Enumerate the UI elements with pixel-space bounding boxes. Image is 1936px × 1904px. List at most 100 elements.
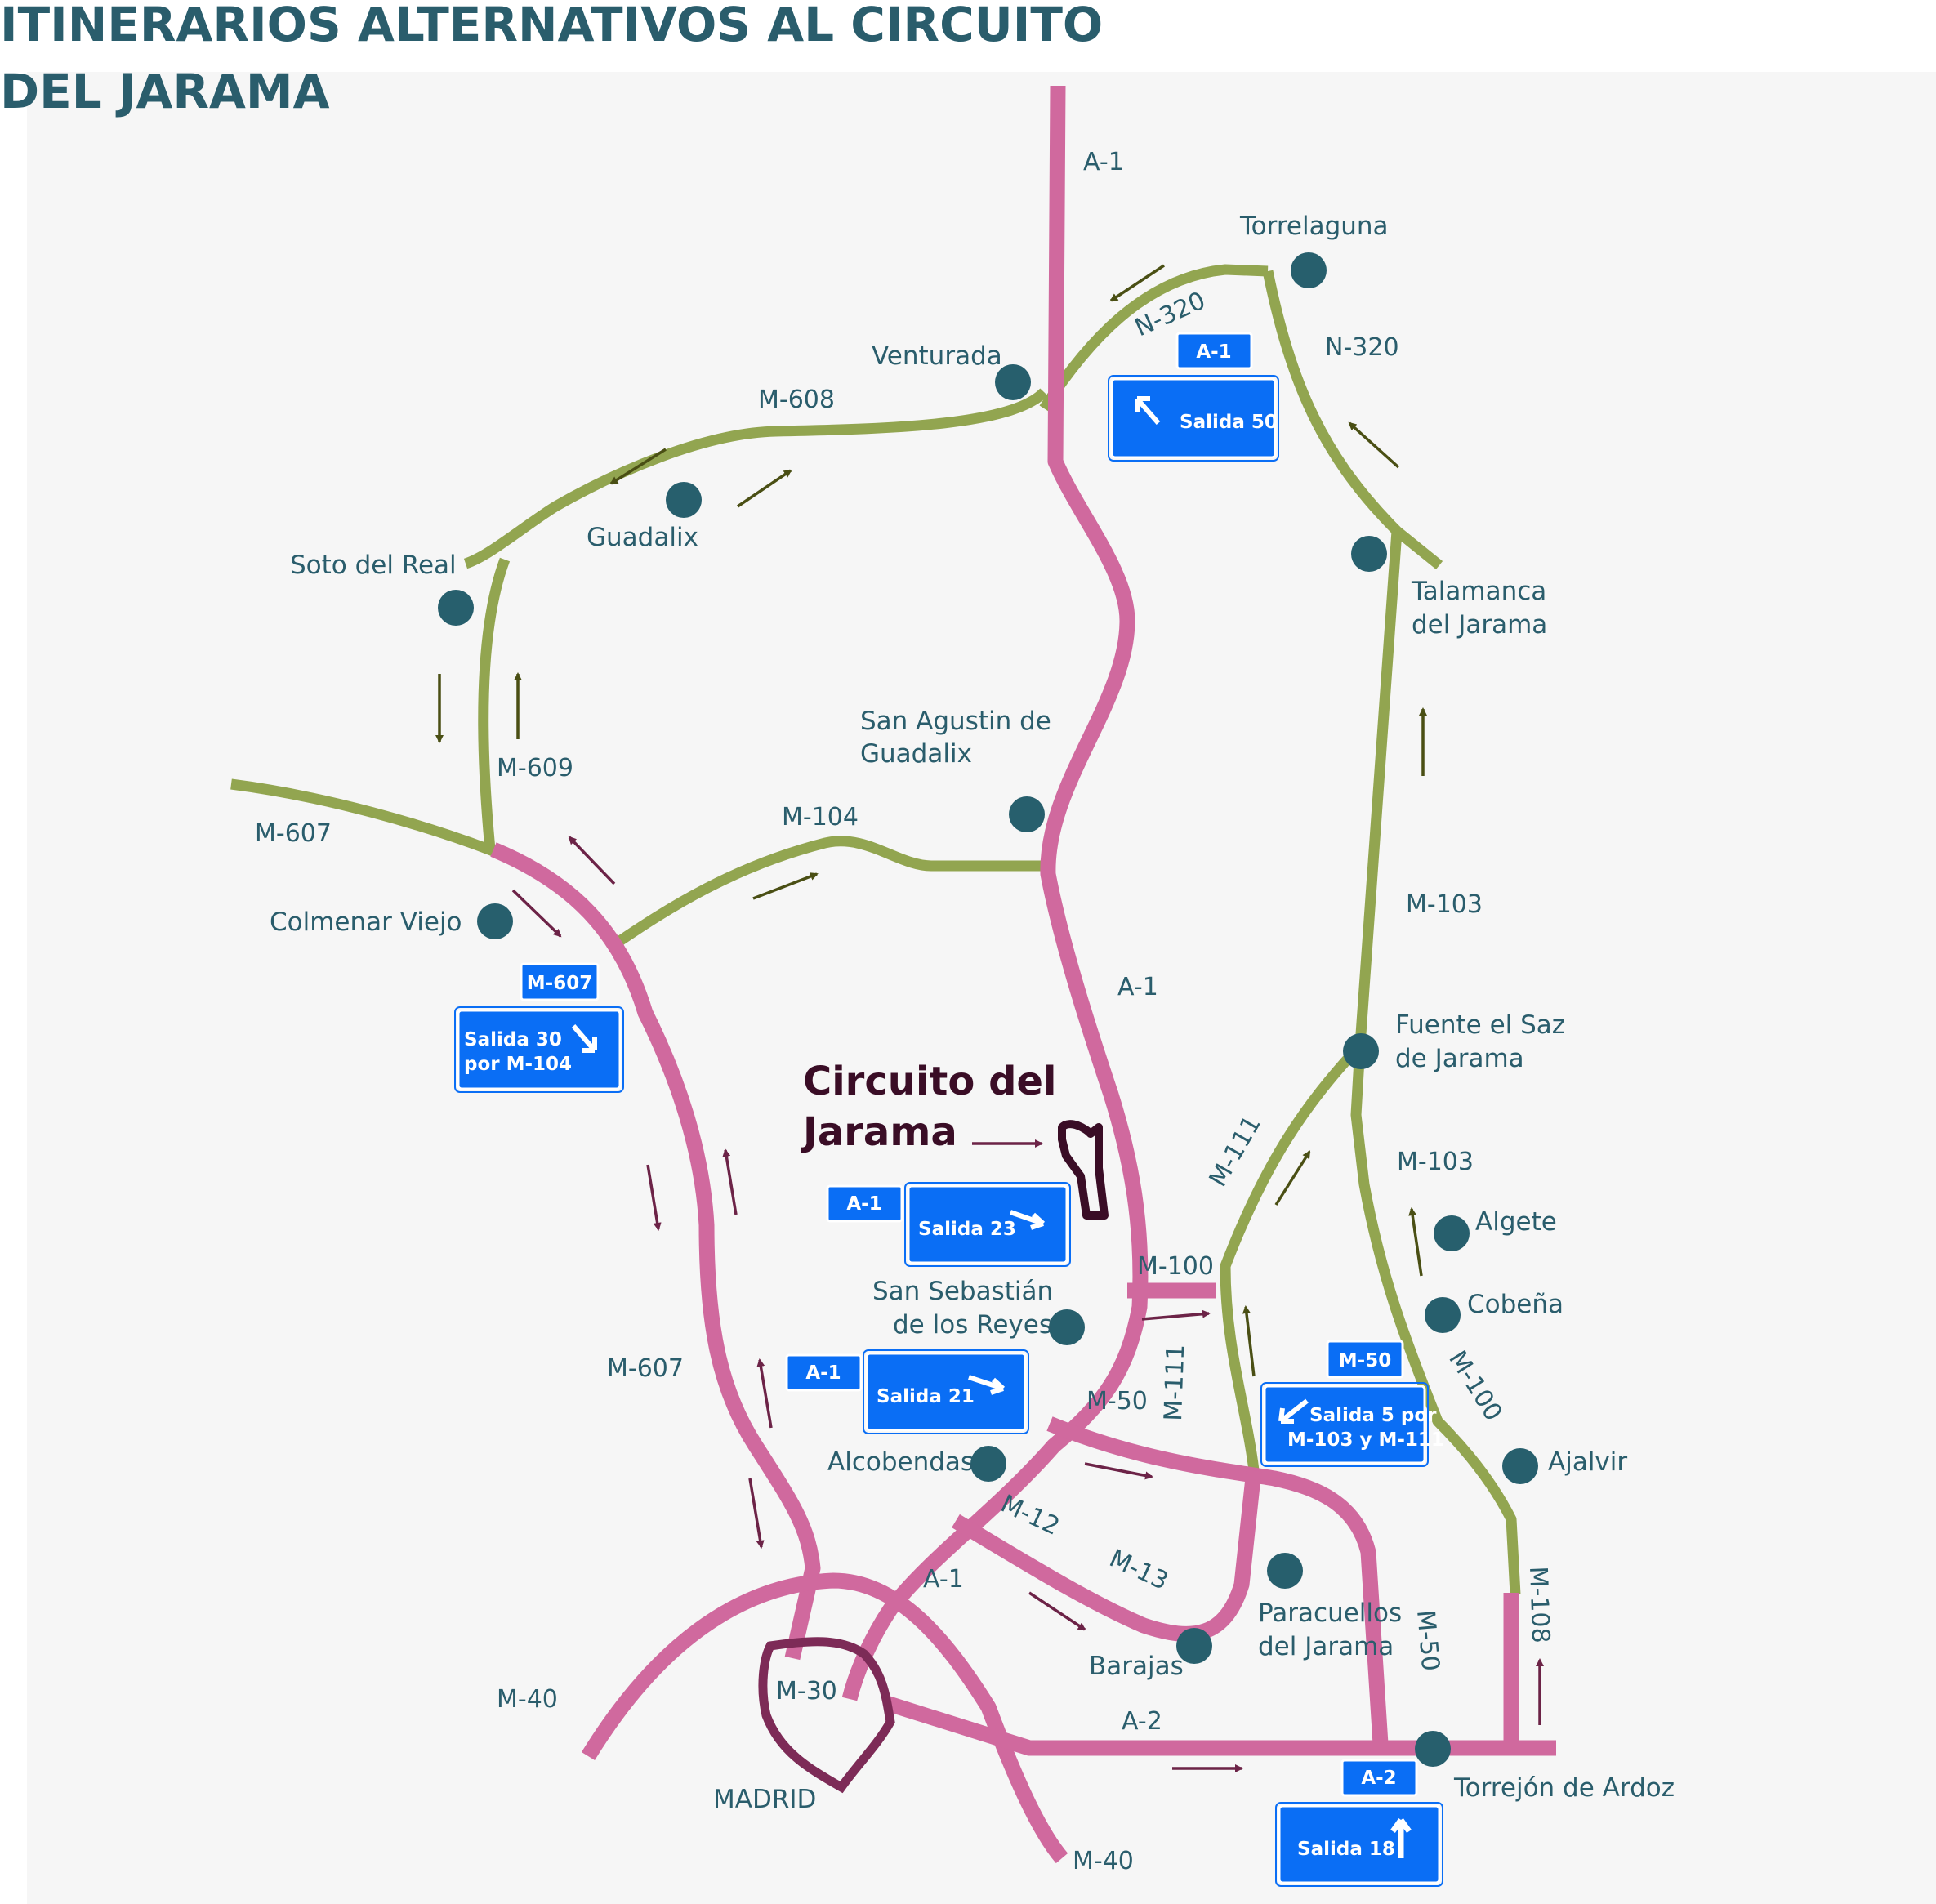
sign-a2-code: A-2: [1361, 1768, 1396, 1789]
road-label-m50-left: M-50: [1086, 1387, 1148, 1416]
arrow-down-left-icon: [1278, 1398, 1309, 1424]
map-title-line2: DEL JARAMA: [0, 64, 330, 119]
arrow-up-left-icon: [1135, 396, 1161, 425]
sign-a1-exit-21: A-1 Salida 21: [785, 1349, 1029, 1434]
road-label-m103-mid: M-103: [1397, 1148, 1474, 1176]
dot-barajas: [1176, 1628, 1212, 1664]
label-torrejon: Torrejón de Ardoz: [1453, 1773, 1675, 1803]
dot-cobena: [1425, 1297, 1461, 1333]
road-label-m111-low: M-111: [1159, 1344, 1190, 1421]
arrow-down-right-icon: [571, 1024, 597, 1053]
road-label-m100-left: M-100: [1137, 1252, 1214, 1281]
sign-a1-exit-50: A-1 Salida 50: [1108, 332, 1279, 462]
label-colmenar: Colmenar Viejo: [270, 907, 462, 937]
label-barajas: Barajas: [1089, 1652, 1184, 1681]
road-label-a2: A-2: [1122, 1707, 1162, 1736]
sign-m50-code: M-50: [1339, 1350, 1391, 1371]
road-m607: [490, 842, 821, 1661]
road-m608: [463, 388, 1048, 569]
sign-a1-23-code: A-1: [846, 1193, 881, 1215]
label-fuente-1: Fuente el Saz: [1395, 1010, 1565, 1040]
label-talamanca-2: del Jarama: [1412, 610, 1547, 640]
arrow-up-icon: [1390, 1817, 1412, 1858]
sign-a1-50-code: A-1: [1196, 341, 1231, 363]
dot-talamanca: [1351, 536, 1387, 572]
road-m30-ring: [758, 1637, 895, 1794]
road-label-m50-right: M-50: [1411, 1609, 1444, 1673]
road-label-a1-mid: A-1: [1117, 973, 1158, 1001]
map-background: [27, 72, 1936, 1904]
label-san-agustin-1: San Agustin de: [860, 707, 1051, 736]
sign-a2-text: Salida 18: [1297, 1839, 1395, 1860]
sign-m607-code: M-607: [527, 973, 592, 994]
sign-m50-line2: M-103 y M-111: [1287, 1429, 1444, 1451]
label-san-agustin-2: Guadalix: [860, 739, 972, 769]
sign-a1-23-text: Salida 23: [918, 1219, 1016, 1240]
road-m50-east: [1046, 1416, 1389, 1745]
dot-paracuellos: [1267, 1553, 1303, 1589]
road-label-m608: M-608: [758, 386, 835, 414]
sign-m607-line1: Salida 30: [464, 1029, 562, 1050]
road-label-m30: M-30: [776, 1677, 837, 1706]
dot-ajalvir: [1502, 1448, 1538, 1484]
sign-a1-50-text: Salida 50: [1180, 412, 1278, 433]
dot-torrejon: [1415, 1731, 1451, 1767]
road-label-m609: M-609: [497, 754, 573, 783]
label-torrelaguna: Torrelaguna: [1239, 212, 1389, 241]
road-m12-m13: [952, 1469, 1262, 1642]
pink-roads: [490, 85, 1556, 1864]
label-guadalix: Guadalix: [587, 523, 698, 552]
sign-m607-line2: por M-104: [464, 1054, 572, 1075]
arrow-right-down-icon: [968, 1375, 1006, 1395]
direction-arrows: [435, 264, 1544, 1772]
sign-a2-exit-18: A-2 Salida 18: [1275, 1759, 1443, 1887]
sign-m50-exit-5: M-50 Salida 5 por M-103 y M-111: [1260, 1340, 1444, 1467]
road-label-m40-bottom: M-40: [1073, 1847, 1134, 1875]
label-cobena: Cobeña: [1467, 1290, 1564, 1319]
dot-san-agustin: [1009, 796, 1045, 832]
sign-a1-exit-23: A-1 Salida 23: [826, 1182, 1071, 1267]
dot-alcobendas: [970, 1446, 1006, 1482]
label-soto: Soto del Real: [290, 551, 457, 580]
dot-algete: [1434, 1215, 1470, 1251]
label-paracuellos-2: del Jarama: [1258, 1632, 1394, 1661]
road-m104: [609, 836, 1044, 951]
label-venturada: Venturada: [872, 341, 1002, 371]
label-alcobendas: Alcobendas: [827, 1447, 974, 1477]
road-label-n320-right: N-320: [1325, 333, 1399, 362]
road-label-a1-low: A-1: [923, 1565, 964, 1594]
dot-ssreyes: [1049, 1309, 1085, 1345]
circuit-track-shape: [1058, 1120, 1109, 1220]
road-label-m607-low: M-607: [607, 1354, 684, 1383]
road-label-m103-top: M-103: [1406, 890, 1483, 919]
road-label-a1-top: A-1: [1083, 148, 1124, 176]
town-dots: [438, 252, 1538, 1767]
road-label-m607-left: M-607: [255, 819, 332, 848]
label-ajalvir: Ajalvir: [1548, 1447, 1627, 1477]
sign-a1-21-code: A-1: [805, 1362, 841, 1384]
road-m111: [1220, 1044, 1362, 1471]
dot-guadalix: [666, 482, 702, 518]
road-label-m104: M-104: [782, 803, 859, 832]
label-madrid: MADRID: [713, 1785, 816, 1814]
dot-soto: [438, 590, 474, 626]
sign-m607-exit-30: M-607 Salida 30 por M-104: [454, 962, 624, 1093]
dot-venturada: [995, 364, 1031, 400]
label-ssreyes-2: de los Reyes: [893, 1310, 1052, 1340]
dot-colmenar: [477, 903, 513, 939]
road-label-m40-left: M-40: [497, 1685, 558, 1714]
label-ssreyes-1: San Sebastián: [872, 1277, 1053, 1306]
label-talamanca-1: Talamanca: [1411, 577, 1546, 606]
sign-a1-21-text: Salida 21: [877, 1386, 975, 1407]
dot-torrelaguna: [1291, 252, 1327, 288]
road-m607-west: [230, 778, 496, 857]
circuit-label-line2: Jarama: [801, 1109, 957, 1155]
sign-m50-line1: Salida 5 por: [1309, 1405, 1437, 1426]
road-a2: [884, 1695, 1556, 1756]
circuit-label-line1: Circuito del: [803, 1059, 1056, 1104]
dot-fuente-saz: [1343, 1033, 1379, 1069]
label-paracuellos-1: Paracuellos: [1258, 1599, 1402, 1628]
arrow-right-down-icon: [1010, 1210, 1046, 1230]
label-algete: Algete: [1475, 1207, 1557, 1237]
road-n320-east: [1262, 270, 1443, 570]
